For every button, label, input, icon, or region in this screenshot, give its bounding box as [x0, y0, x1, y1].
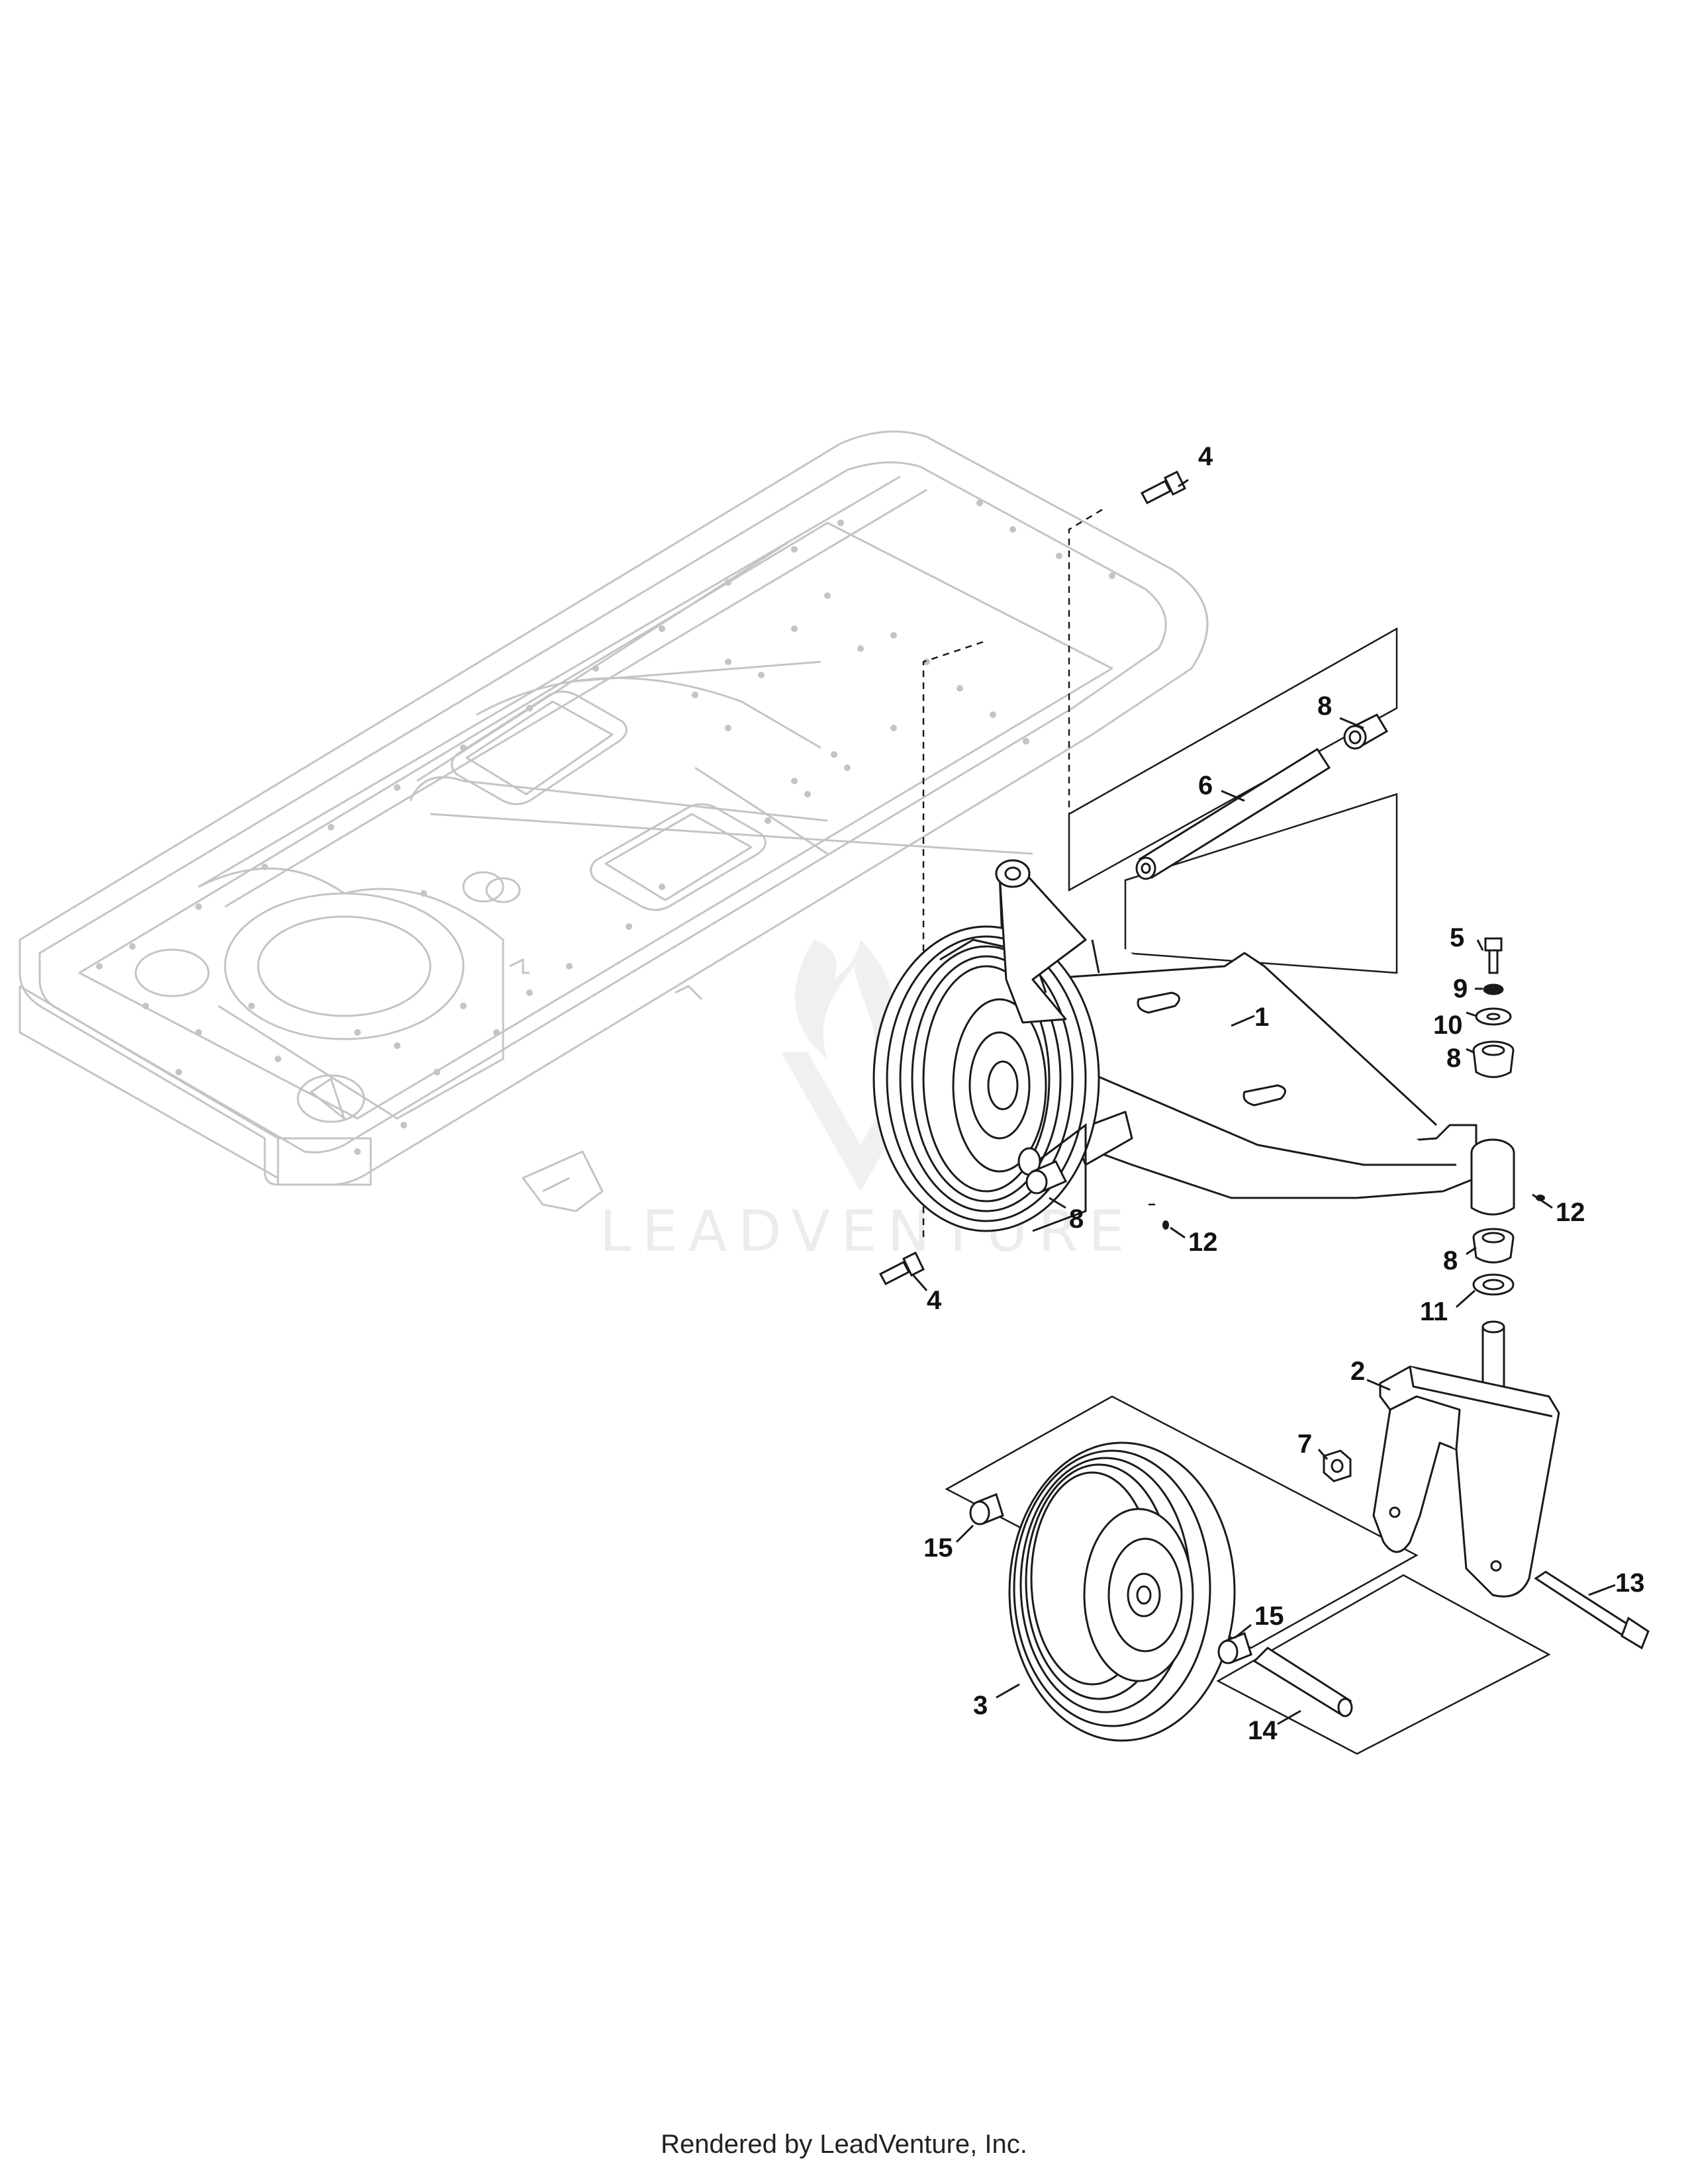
callout-8-top: 8	[1317, 692, 1332, 721]
bushing-king-upper	[1472, 1040, 1515, 1078]
callout-8-center: 8	[1069, 1205, 1084, 1234]
spacer-right	[1217, 1632, 1252, 1664]
bolt-bottom	[878, 1251, 925, 1286]
callout-4-top: 4	[1198, 442, 1213, 471]
bushing-center	[1025, 1160, 1068, 1195]
grease-fittings	[1162, 1195, 1545, 1230]
bushing-top	[1343, 713, 1389, 750]
callout-15-left: 15	[923, 1533, 953, 1563]
bushing-king-lower	[1472, 1228, 1515, 1263]
callout-12-center: 12	[1188, 1228, 1218, 1257]
king-bolt	[1484, 937, 1503, 974]
lock-washer	[1483, 983, 1504, 995]
footer-credit: Rendered by LeadVenture, Inc.	[661, 2130, 1027, 2159]
callout-labels: 4 8 6 1 5 9 10 8 12 8 12 4 8 11 2 7 15 1…	[923, 442, 1645, 1745]
washer-upper	[1475, 1007, 1512, 1026]
callout-2: 2	[1350, 1357, 1365, 1386]
mower-frame	[19, 430, 1209, 1212]
callout-8-right-upper: 8	[1446, 1044, 1461, 1073]
callout-13: 13	[1615, 1569, 1645, 1598]
nut	[1323, 1449, 1352, 1482]
leader-lines	[911, 478, 1616, 1725]
wheel-loose	[1008, 1441, 1236, 1742]
callout-3: 3	[973, 1691, 988, 1720]
callout-12-right: 12	[1556, 1198, 1585, 1227]
callout-11: 11	[1420, 1297, 1448, 1326]
callout-8-right-lower: 8	[1443, 1246, 1458, 1275]
wheel-left-assembled	[872, 925, 1100, 1232]
watermark-text: LEADVENTURE	[600, 1199, 1135, 1265]
axle-tube	[1252, 1647, 1353, 1717]
callout-15-right: 15	[1254, 1602, 1284, 1631]
pivot-shaft	[1135, 747, 1331, 880]
bolt-top	[1140, 470, 1186, 505]
callout-5: 5	[1450, 923, 1464, 952]
callout-10: 10	[1433, 1011, 1463, 1040]
callout-9: 9	[1453, 974, 1468, 1003]
spacer-left	[969, 1493, 1004, 1525]
callout-7: 7	[1297, 1430, 1312, 1459]
callout-1: 1	[1254, 1003, 1269, 1032]
callout-4-bottom: 4	[927, 1286, 942, 1315]
long-bolt	[1534, 1570, 1650, 1650]
washer-lower	[1472, 1273, 1515, 1296]
callout-14: 14	[1248, 1716, 1278, 1745]
axle-arm-front	[995, 859, 1087, 1024]
callout-6: 6	[1198, 771, 1213, 800]
caster-fork	[1372, 1320, 1560, 1598]
